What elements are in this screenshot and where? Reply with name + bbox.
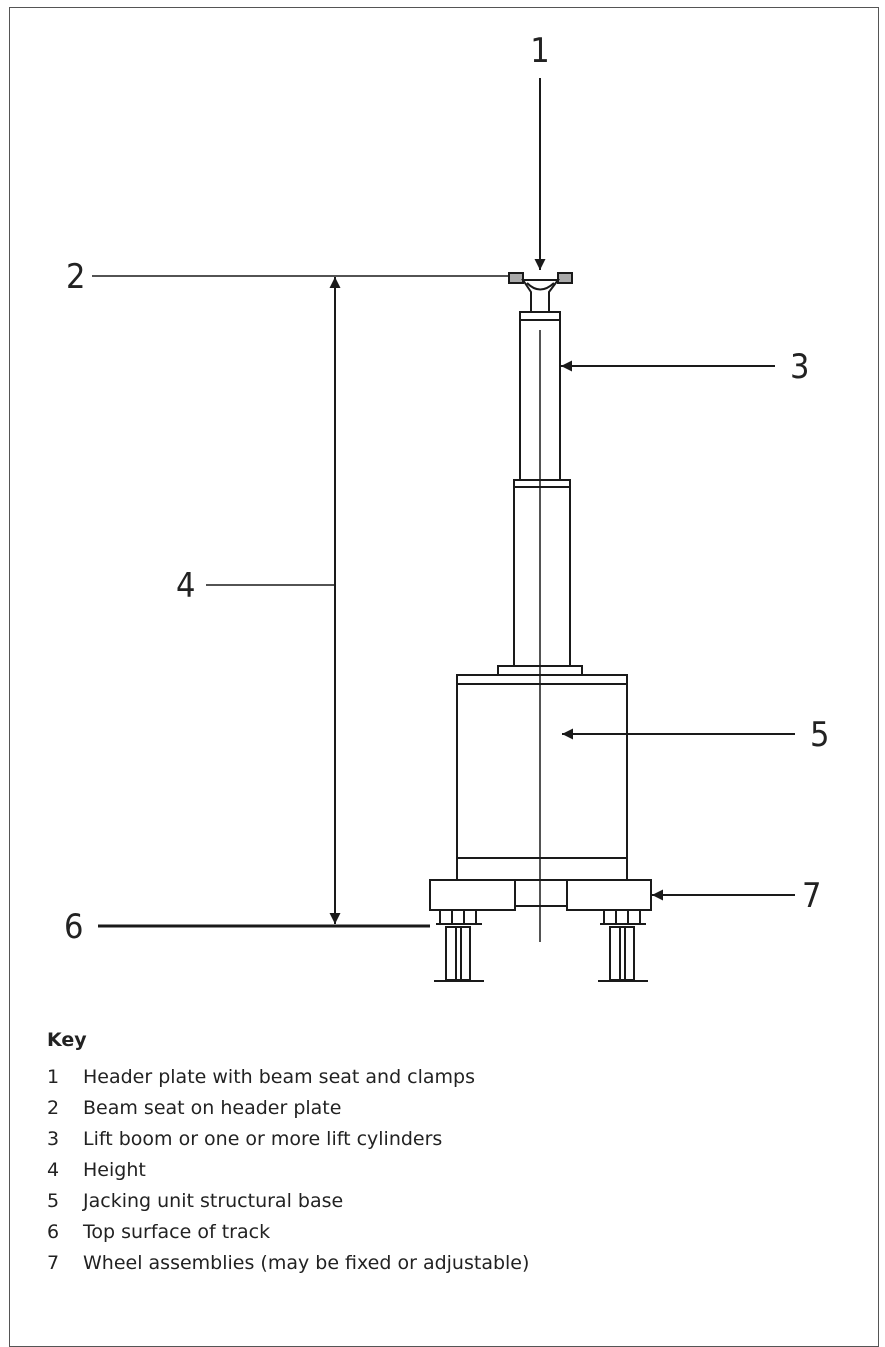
key-item-number: 4 (47, 1158, 60, 1181)
key-item: 2 Beam seat on header plate (47, 1092, 867, 1123)
wheel-assemblies (429, 879, 652, 982)
header-plate (508, 272, 573, 313)
key-item-text: Beam seat on header plate (83, 1096, 342, 1119)
callout-5: 5 (810, 715, 829, 755)
key-item: 1 Header plate with beam seat and clamps (47, 1061, 867, 1092)
key-item-text: Lift boom or one or more lift cylinders (83, 1127, 443, 1150)
key-item-number: 2 (47, 1096, 60, 1119)
callout-3: 3 (790, 347, 809, 387)
callout-4: 4 (176, 566, 195, 606)
key-item: 5 Jacking unit structural base (47, 1185, 867, 1216)
key-title: Key (47, 1029, 87, 1051)
callout-2: 2 (66, 257, 85, 297)
figure-frame (9, 7, 879, 1347)
key-item-number: 6 (47, 1220, 60, 1243)
key-item-number: 5 (47, 1189, 60, 1212)
key-item-text: Height (83, 1158, 146, 1181)
key-section: Key 1 Header plate with beam seat and cl… (47, 1029, 867, 1278)
key-item: 3 Lift boom or one or more lift cylinder… (47, 1123, 867, 1154)
key-item-text: Wheel assemblies (may be fixed or adjust… (83, 1251, 530, 1274)
callout-1: 1 (530, 31, 549, 71)
jacking-unit-diagram: 1 2 3 4 5 6 7 (64, 31, 829, 982)
key-item: 4 Height (47, 1154, 867, 1185)
key-item-number: 1 (47, 1065, 60, 1088)
callout-6: 6 (64, 907, 83, 947)
key-item: 6 Top surface of track (47, 1216, 867, 1247)
key-item-text: Top surface of track (83, 1220, 271, 1243)
key-item-number: 7 (47, 1251, 60, 1274)
key-item-number: 3 (47, 1127, 60, 1150)
key-item: 7 Wheel assemblies (may be fixed or adju… (47, 1247, 867, 1278)
structural-base (456, 674, 628, 881)
callout-7: 7 (802, 876, 821, 916)
key-item-text: Jacking unit structural base (83, 1189, 344, 1212)
key-item-text: Header plate with beam seat and clamps (83, 1065, 476, 1088)
